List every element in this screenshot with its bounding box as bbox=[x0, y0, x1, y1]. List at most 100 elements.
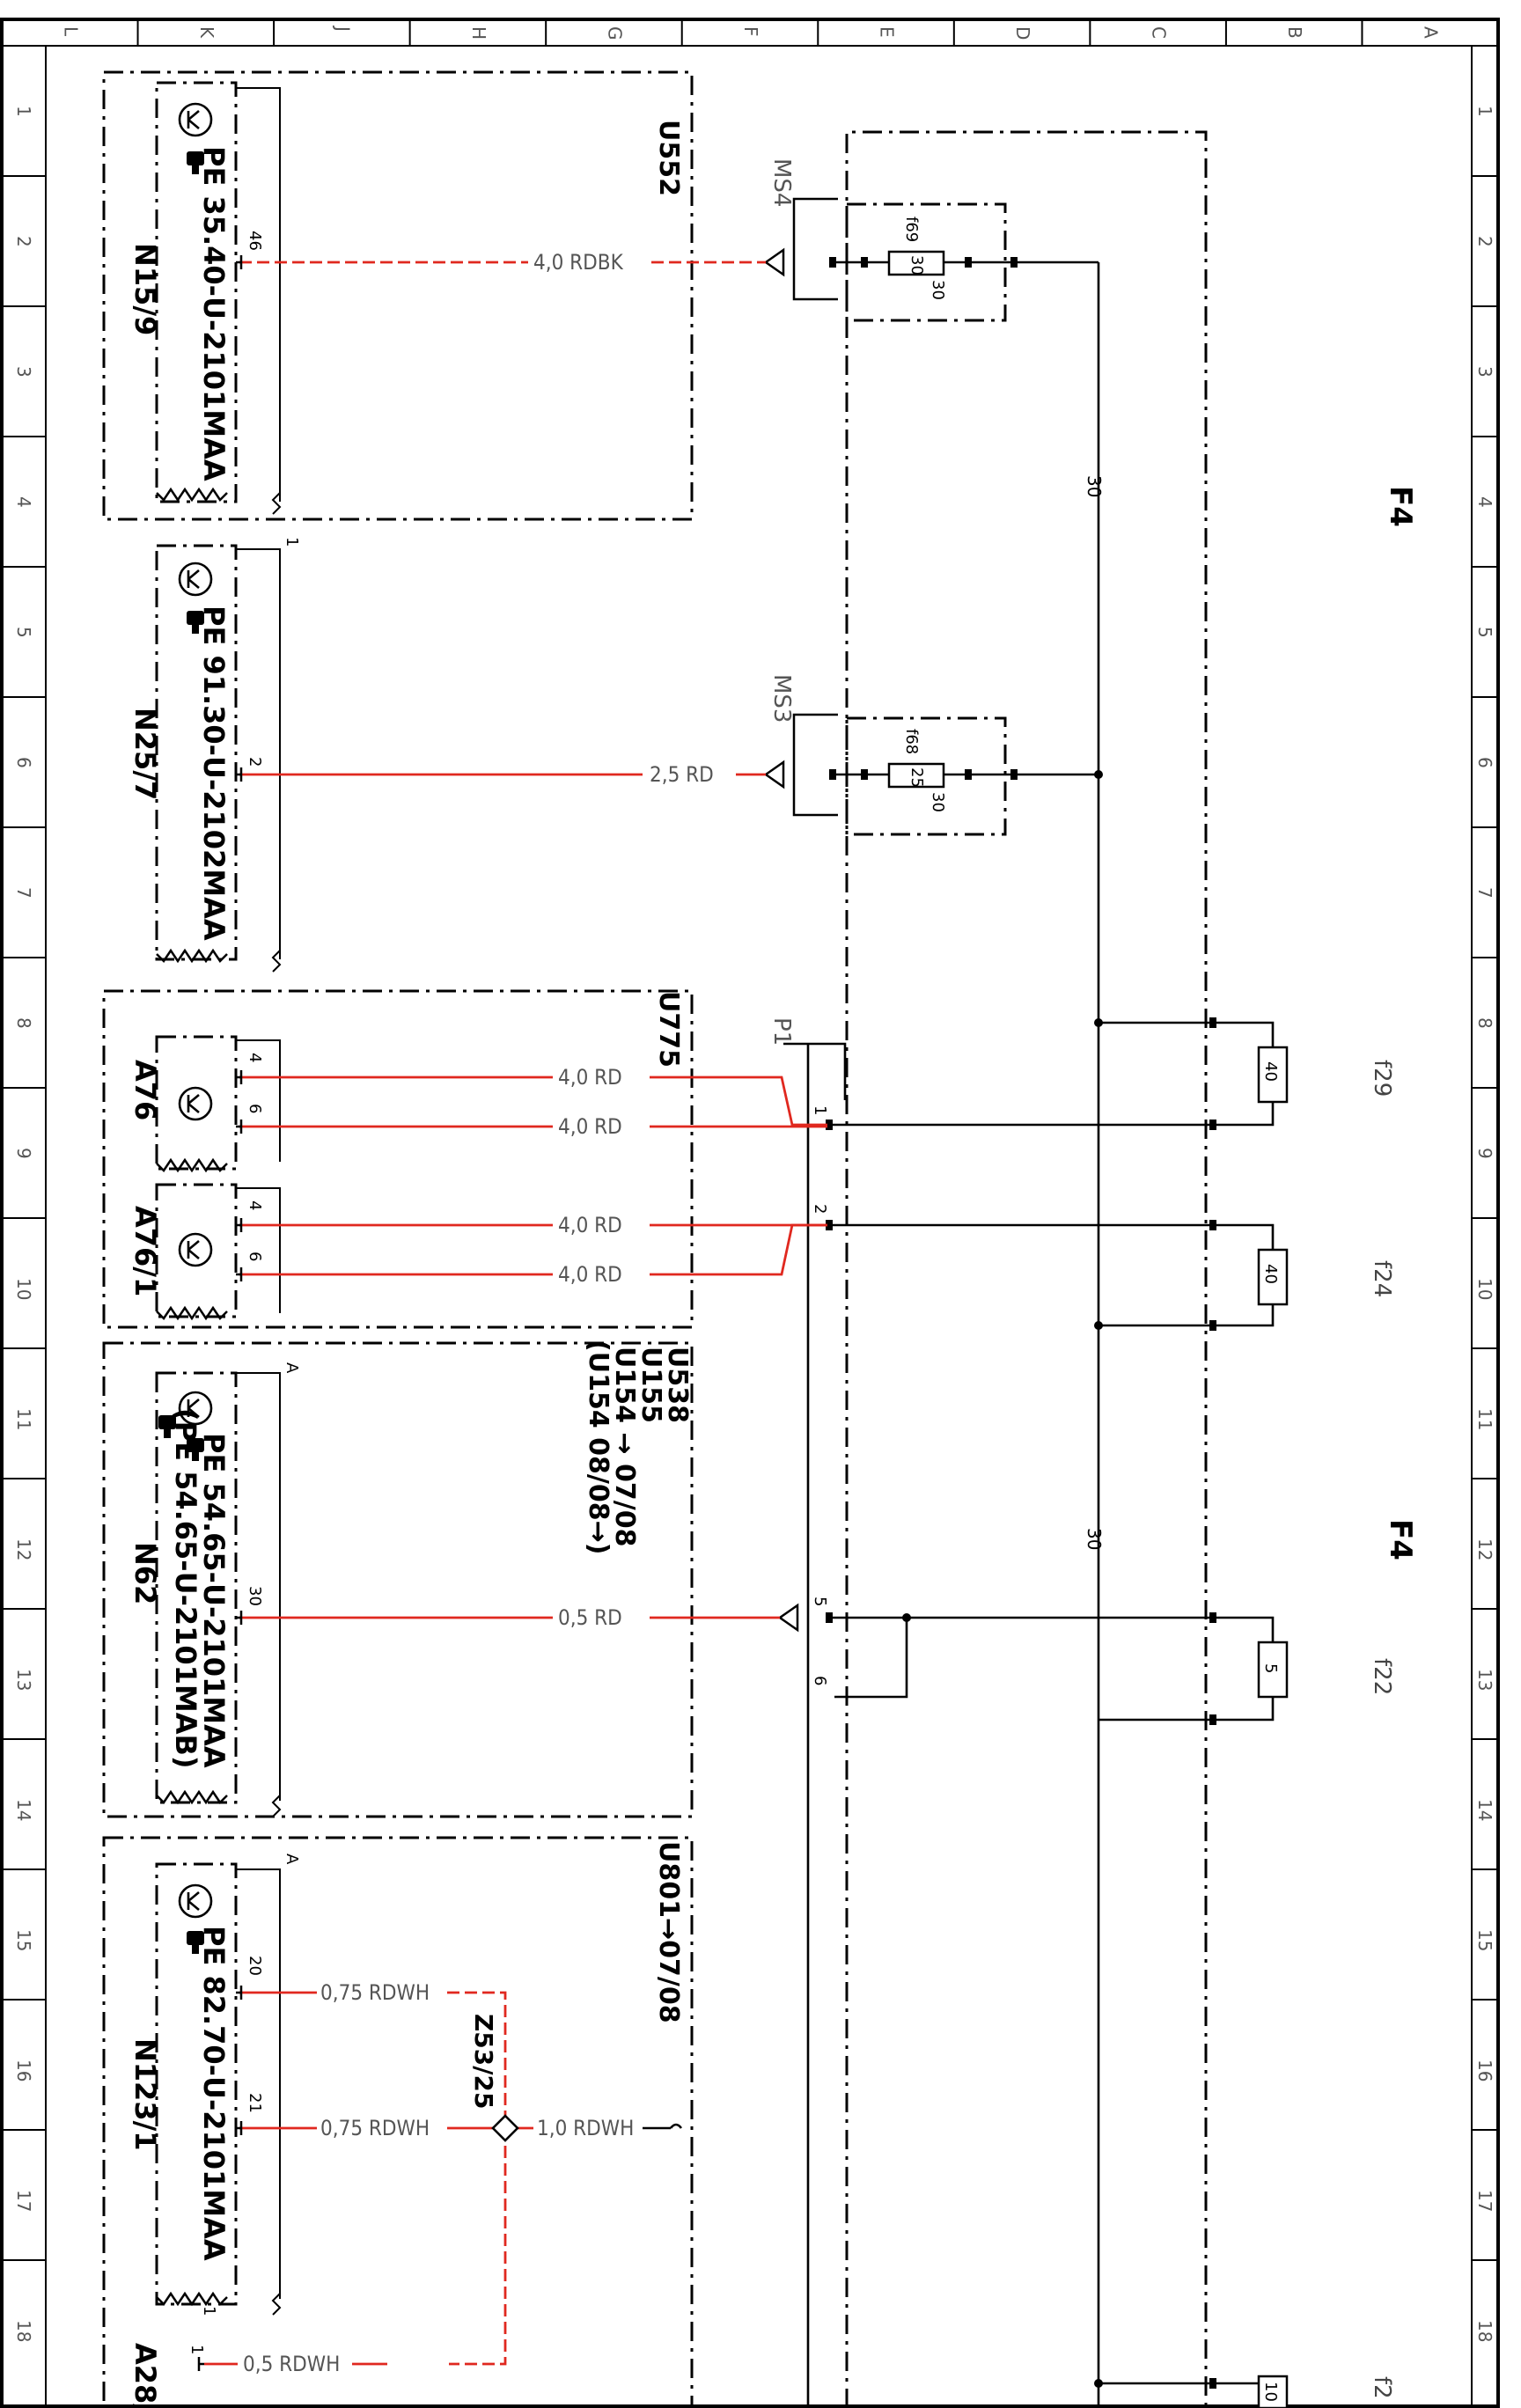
terminal-stubs bbox=[826, 257, 1216, 2389]
grid-row-label: 7 bbox=[1474, 887, 1495, 899]
n62-corner: A bbox=[283, 1362, 301, 1374]
p1-pin-6: 6 bbox=[811, 1676, 829, 1685]
n123-pin-21: 21 bbox=[246, 2093, 264, 2113]
grid-row-label: 10 bbox=[13, 1278, 34, 1300]
n25-symbol-icon bbox=[178, 562, 213, 597]
grid-row-label: 12 bbox=[13, 1538, 34, 1560]
module-u552: U552 bbox=[653, 120, 684, 196]
component-pins bbox=[197, 255, 243, 2371]
n15-name: N15/9 bbox=[129, 243, 162, 335]
splice-label: Z53/25 bbox=[469, 2014, 498, 2109]
fuse-bodies bbox=[887, 250, 1289, 2408]
n123-corner: A bbox=[283, 1854, 301, 1865]
wire-a761-4-label: 4,0 RD bbox=[558, 1213, 622, 1237]
grid-row-label: 8 bbox=[1474, 1017, 1495, 1029]
grid-row-label: 18 bbox=[1474, 2320, 1495, 2342]
wire-a28-label: 0,5 RDWH bbox=[243, 2352, 340, 2376]
fuse-f22-id: f22 bbox=[1369, 1658, 1395, 1695]
connector-housings bbox=[236, 87, 282, 2316]
n123-name: N123/1 bbox=[129, 2038, 162, 2151]
distributor-brackets bbox=[763, 197, 838, 1633]
grid-row-label: 15 bbox=[13, 1929, 34, 1951]
pointer-icon bbox=[187, 611, 204, 634]
grid-row-label: 16 bbox=[13, 2059, 34, 2081]
pointer-icon bbox=[187, 151, 204, 174]
n25-code: PE 91.30-U-2102MAA bbox=[197, 606, 231, 941]
grid-row-label: 6 bbox=[1474, 757, 1495, 768]
n15-pin: 46 bbox=[246, 231, 264, 251]
n15-symbol-icon bbox=[178, 102, 213, 137]
n62-code: PE 54.65-U-2101MAA bbox=[197, 1433, 231, 1768]
fuse-f24-id: f24 bbox=[1369, 1260, 1395, 1297]
grid-row-label: 5 bbox=[13, 627, 34, 638]
fuse-box-label-top: F4 bbox=[1383, 486, 1418, 527]
fuse-f68-amp: 25 bbox=[907, 767, 926, 788]
sheet-frame bbox=[0, 18, 1500, 2408]
grid-row-label: 12 bbox=[1474, 1538, 1495, 1560]
fuse-f29-id: f29 bbox=[1369, 1060, 1395, 1097]
grid-column-label: G bbox=[604, 26, 625, 40]
wire-n15-label: 4,0 RDBK bbox=[533, 250, 624, 275]
grid-row-label: 16 bbox=[1474, 2059, 1495, 2081]
a761-symbol-icon bbox=[178, 1232, 213, 1267]
grid-row-label: 1 bbox=[1474, 106, 1495, 117]
pointer-icon bbox=[158, 1415, 176, 1438]
wavy-edges bbox=[156, 487, 228, 2307]
fuse-f69-term: 30 bbox=[929, 280, 947, 300]
red-wires bbox=[204, 261, 827, 2366]
fuse-f22-amp: 5 bbox=[1261, 1663, 1280, 1673]
a761-pin-4: 4 bbox=[246, 1200, 264, 1210]
fuse-box-label-mid: F4 bbox=[1383, 1519, 1418, 1560]
n62-symbol-icon bbox=[178, 1391, 213, 1426]
grid-column-label: F bbox=[740, 26, 761, 37]
a76-symbol-icon bbox=[178, 1086, 213, 1121]
grid-row-label: 11 bbox=[1474, 1408, 1495, 1430]
grid-row-label: 9 bbox=[1474, 1148, 1495, 1159]
grid-column-label: K bbox=[196, 26, 217, 39]
bus-label-mid: 30 bbox=[1084, 1528, 1105, 1550]
grid-row-label: 6 bbox=[13, 757, 34, 768]
n15-code: PE 35.40-U-2101MAA bbox=[197, 146, 231, 481]
n123-symbol-icon bbox=[178, 1883, 213, 1919]
n25-corner: 1 bbox=[283, 537, 301, 547]
grid-column-label: D bbox=[1012, 26, 1033, 40]
n25-pin: 2 bbox=[246, 757, 264, 767]
module-u155: U155 bbox=[636, 1347, 666, 1423]
grid-column-label: L bbox=[60, 26, 81, 37]
module-outlines bbox=[102, 70, 1208, 2408]
grid-row-label: 11 bbox=[13, 1408, 34, 1430]
grid-row-label: 8 bbox=[13, 1017, 34, 1029]
grid-row-label: 14 bbox=[13, 1799, 34, 1821]
n62-name: N62 bbox=[129, 1542, 162, 1604]
a761-name: A76/1 bbox=[129, 1206, 162, 1296]
grid-column-label: C bbox=[1149, 26, 1170, 39]
component-symbols bbox=[178, 102, 213, 1919]
pointer-icon bbox=[187, 1931, 204, 1954]
fuse-f2x-id: f2 bbox=[1369, 2376, 1395, 2399]
grid-row-label: 13 bbox=[13, 1669, 34, 1691]
fuse-f69-id: f69 bbox=[902, 217, 921, 242]
module-u775: U775 bbox=[653, 991, 684, 1068]
a76-pin-6: 6 bbox=[246, 1104, 264, 1113]
grid-row-label: 2 bbox=[13, 236, 34, 247]
grid-row-label: 7 bbox=[13, 887, 34, 899]
n123-pin-20: 20 bbox=[246, 1956, 264, 1976]
grid-row-label: 18 bbox=[13, 2320, 34, 2342]
bus-label-top: 30 bbox=[1084, 475, 1105, 497]
block-ms4: MS4 bbox=[768, 158, 795, 207]
grid-row-label: 10 bbox=[1474, 1278, 1495, 1300]
grid-column-label: H bbox=[468, 26, 489, 40]
grid-row-label: 4 bbox=[13, 496, 34, 508]
a76-name: A76 bbox=[129, 1060, 162, 1120]
fuse-f69-amp: 30 bbox=[907, 255, 926, 275]
grid-row-label: 13 bbox=[1474, 1669, 1495, 1691]
grid-row-label: 3 bbox=[1474, 366, 1495, 378]
block-ms3: MS3 bbox=[768, 674, 795, 723]
fuse-f68-term: 30 bbox=[929, 792, 947, 812]
grid-column-label: B bbox=[1284, 26, 1305, 39]
grid-row-label: 3 bbox=[13, 366, 34, 378]
module-u801: U801→07/08 bbox=[653, 1841, 684, 2023]
p1-pin-2: 2 bbox=[811, 1204, 829, 1214]
